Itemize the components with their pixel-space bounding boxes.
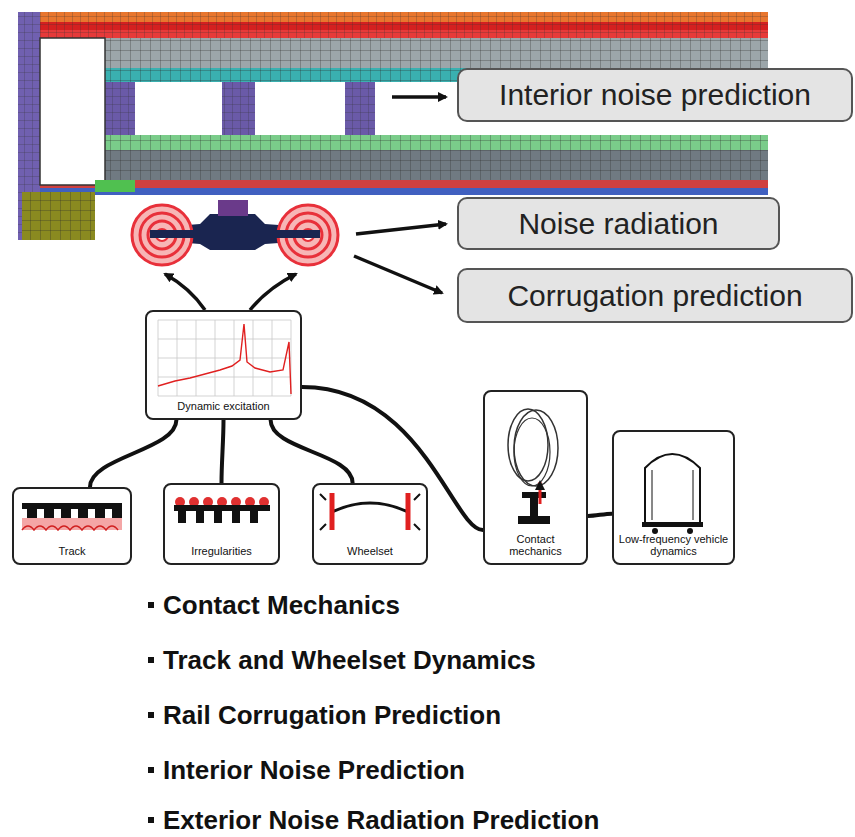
- connector-line: [588, 514, 612, 516]
- node-label: Track: [58, 545, 85, 558]
- bullet-text: Exterior Noise Radiation Prediction: [163, 805, 599, 835]
- bullet-square: [148, 712, 154, 718]
- bullet-text: Contact Mechanics: [163, 590, 400, 620]
- node-label: Corrugation prediction: [507, 279, 802, 313]
- connector-line: [90, 420, 176, 487]
- input-box: Track: [12, 487, 132, 565]
- vehicle-dynamics-icon: [614, 432, 733, 563]
- input-box: Contact mechanics: [483, 390, 588, 565]
- output-box: Interior noise prediction: [457, 68, 853, 122]
- node-label: Irregularities: [191, 545, 252, 558]
- bogie: [132, 200, 338, 265]
- input-box: Irregularities: [163, 483, 280, 565]
- node-label: Interior noise prediction: [499, 78, 811, 112]
- track-icon: [14, 489, 130, 563]
- node-label: Wheelset: [347, 545, 393, 558]
- output-box: Corrugation prediction: [457, 268, 853, 323]
- bullet-text: Track and Wheelset Dynamics: [163, 645, 536, 675]
- node-label: Dynamic excitation: [177, 400, 269, 413]
- node-label: Low-frequency vehicle dynamics: [618, 533, 729, 558]
- output-box: Noise radiation: [457, 197, 780, 250]
- irregularities-icon: [165, 485, 278, 563]
- input-box: Wheelset: [312, 483, 428, 565]
- wheelset-icon: [314, 485, 426, 563]
- bullet-text: Rail Corrugation Prediction: [163, 700, 501, 730]
- bullet-text: Interior Noise Prediction: [163, 755, 465, 785]
- bullet-item: Interior Noise Prediction: [148, 755, 465, 785]
- contact-mechanics-icon: [485, 392, 586, 563]
- bullet-square: [148, 657, 154, 663]
- bullet-item: Rail Corrugation Prediction: [148, 700, 501, 730]
- bullet-item: Contact Mechanics: [148, 590, 400, 620]
- connector-line: [222, 420, 224, 483]
- node-label: Noise radiation: [518, 207, 718, 241]
- output-arrows: [165, 97, 446, 310]
- connector-line: [271, 420, 353, 483]
- bullet-item: Exterior Noise Radiation Prediction: [148, 805, 599, 835]
- spectrum-chart: [147, 312, 300, 418]
- connector-line: [302, 387, 483, 530]
- bullet-square: [148, 602, 154, 608]
- bullet-square: [148, 817, 154, 823]
- excitation-box: Dynamic excitation: [145, 310, 302, 420]
- input-box: Low-frequency vehicle dynamics: [612, 430, 735, 565]
- bullet-item: Track and Wheelset Dynamics: [148, 645, 536, 675]
- node-label: Contact mechanics: [489, 533, 582, 558]
- bullet-square: [148, 767, 154, 773]
